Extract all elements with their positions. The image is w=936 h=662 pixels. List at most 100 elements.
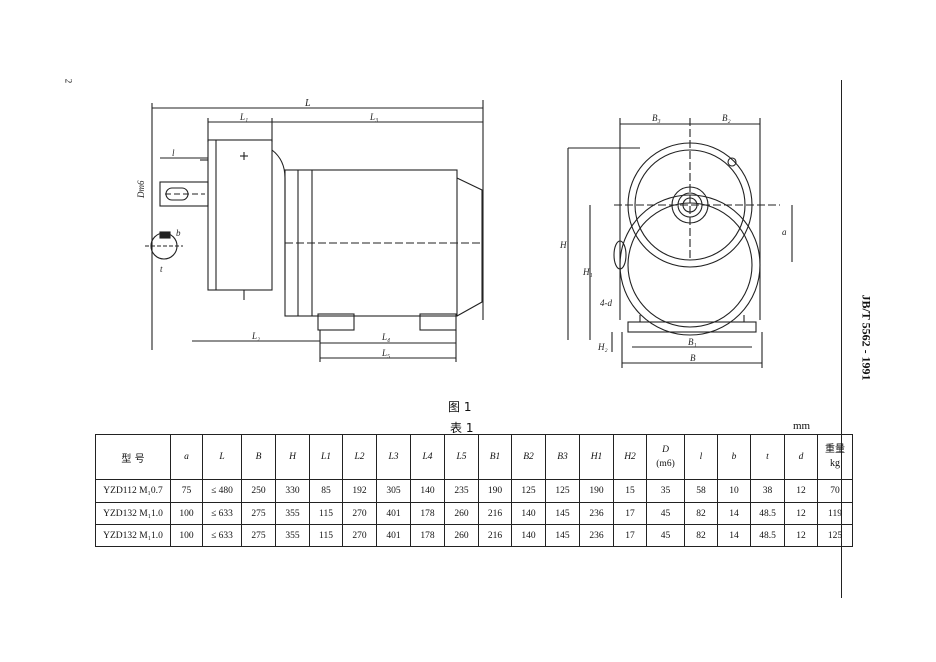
cell: 12 — [784, 524, 818, 547]
col-header-L: L — [202, 434, 242, 480]
cell: 115 — [309, 524, 343, 547]
col-header-L5: L5 — [444, 434, 479, 480]
right-margin-rule — [841, 80, 842, 598]
cell: 70 — [817, 479, 853, 503]
dim-label-B2: B₂ — [722, 113, 731, 123]
dim-label-B: B — [690, 353, 696, 363]
dim-label-H1: H₁ — [582, 267, 593, 277]
col-header-L1: L1 — [309, 434, 343, 480]
dim-label-B3: B₃ — [652, 113, 661, 123]
cell: 178 — [410, 502, 445, 525]
cell: 14 — [717, 524, 751, 547]
cell: 75 — [170, 479, 203, 503]
col-header-D: D (m6) — [646, 434, 685, 480]
table-row: YZD132 M₁1.0 100 ≤ 633 275 355 115 270 4… — [95, 524, 853, 547]
dim-label-L4: L₄ — [381, 332, 390, 342]
table-header-row: 型 号 a L B H L1 L2 L3 L4 L5 B1 B2 B3 H1 H… — [95, 434, 853, 480]
col-header-D-main: D — [662, 445, 669, 455]
cell: 48.5 — [750, 502, 785, 525]
dim-label-Dm6: Dm6 — [136, 180, 146, 199]
cell: 216 — [478, 524, 512, 547]
front-view: B₃ B₂ H H₁ a 4-d H₂ B₁ B — [559, 113, 793, 368]
cell: 145 — [545, 502, 580, 525]
dim-label-t: t — [160, 264, 163, 274]
cell: 125 — [817, 524, 853, 547]
side-view: L L₁ L₃ l Dm6 b t — [136, 98, 484, 362]
table-caption: 表 1 — [450, 421, 474, 435]
cell: 275 — [241, 524, 276, 547]
cell: 12 — [784, 479, 818, 503]
cell: 270 — [342, 524, 377, 547]
dim-label-4-d: 4-d — [600, 298, 612, 308]
cell: 270 — [342, 502, 377, 525]
cell: 100 — [170, 502, 203, 525]
cell: 140 — [410, 479, 445, 503]
cell: ≤ 633 — [202, 524, 242, 547]
figure-caption: 图 1 — [448, 400, 472, 414]
cell: 115 — [309, 502, 343, 525]
cell: 190 — [579, 479, 614, 503]
dim-label-L1: L₁ — [239, 112, 248, 122]
cell: 140 — [511, 524, 546, 547]
col-header-weight-main: 重量 — [825, 444, 845, 455]
col-header-H: H — [275, 434, 310, 480]
col-header-L4: L4 — [410, 434, 445, 480]
col-header-B2: B2 — [511, 434, 546, 480]
col-header-b: b — [717, 434, 751, 480]
col-header-a: a — [170, 434, 203, 480]
table-row: YZD132 M₁1.0 100 ≤ 633 275 355 115 270 4… — [95, 502, 853, 525]
col-header-L2: L2 — [342, 434, 377, 480]
cell: 17 — [613, 524, 647, 547]
cell-model: YZD112 M₁0.7 — [95, 479, 171, 503]
dim-label-L2: L₂ — [251, 331, 260, 341]
col-header-weight: 重量 kg — [817, 434, 853, 480]
dim-label-H: H — [559, 240, 567, 250]
col-header-t: t — [750, 434, 785, 480]
cell: 260 — [444, 502, 479, 525]
table-row: YZD112 M₁0.7 75 ≤ 480 250 330 85 192 305… — [95, 479, 853, 503]
cell: 216 — [478, 502, 512, 525]
cell: 260 — [444, 524, 479, 547]
col-header-model: 型 号 — [95, 434, 171, 480]
dim-label-l: l — [172, 148, 175, 158]
col-header-H1: H1 — [579, 434, 614, 480]
cell: 82 — [684, 524, 718, 547]
cell: 401 — [376, 524, 411, 547]
cell: 119 — [817, 502, 853, 525]
col-header-L3: L3 — [376, 434, 411, 480]
cell: 190 — [478, 479, 512, 503]
cell: 250 — [241, 479, 276, 503]
dim-label-H2: H₂ — [597, 342, 608, 352]
cell: 125 — [545, 479, 580, 503]
cell: 236 — [579, 502, 614, 525]
cell: 355 — [275, 524, 310, 547]
cell: 35 — [646, 479, 685, 503]
cell: 15 — [613, 479, 647, 503]
cell: 85 — [309, 479, 343, 503]
cell: 235 — [444, 479, 479, 503]
cell: 401 — [376, 502, 411, 525]
col-header-B1: B1 — [478, 434, 512, 480]
cell-model: YZD132 M₁1.0 — [95, 524, 171, 547]
cell: 14 — [717, 502, 751, 525]
cell: 236 — [579, 524, 614, 547]
cell: 38 — [750, 479, 785, 503]
col-header-B: B — [241, 434, 276, 480]
dim-label-L3: L₃ — [369, 112, 378, 122]
cell-model: YZD132 M₁1.0 — [95, 502, 171, 525]
unit-label: mm — [793, 420, 811, 432]
dim-label-B1: B₁ — [688, 337, 697, 347]
col-header-H2: H2 — [613, 434, 647, 480]
col-header-l: l — [684, 434, 718, 480]
technical-drawing: L L₁ L₃ l Dm6 b t — [136, 98, 793, 368]
cell: 275 — [241, 502, 276, 525]
cell: 45 — [646, 502, 685, 525]
cell: 10 — [717, 479, 751, 503]
cell: ≤ 633 — [202, 502, 242, 525]
col-header-d: d — [784, 434, 818, 480]
cell: 100 — [170, 524, 203, 547]
col-header-weight-sub: kg — [830, 458, 840, 469]
cell: 17 — [613, 502, 647, 525]
cell: 192 — [342, 479, 377, 503]
cell: 12 — [784, 502, 818, 525]
